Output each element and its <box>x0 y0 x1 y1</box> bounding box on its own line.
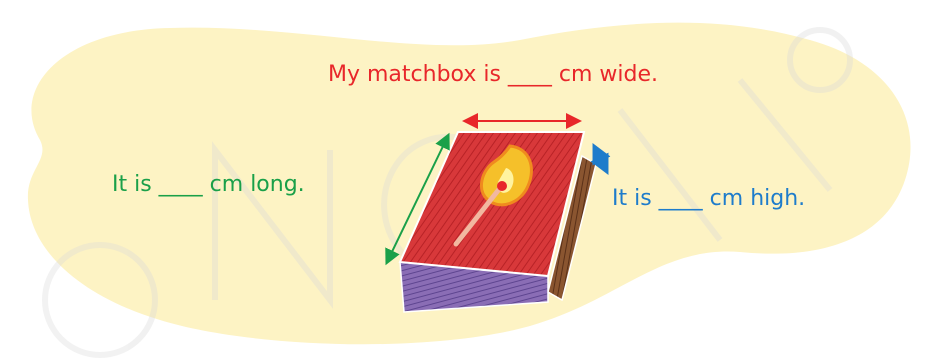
height-question-label: It is ____ cm high. <box>612 188 805 210</box>
width-question-label: My matchbox is ____ cm wide. <box>328 64 658 86</box>
length-question-label: It is ____ cm long. <box>112 174 305 196</box>
